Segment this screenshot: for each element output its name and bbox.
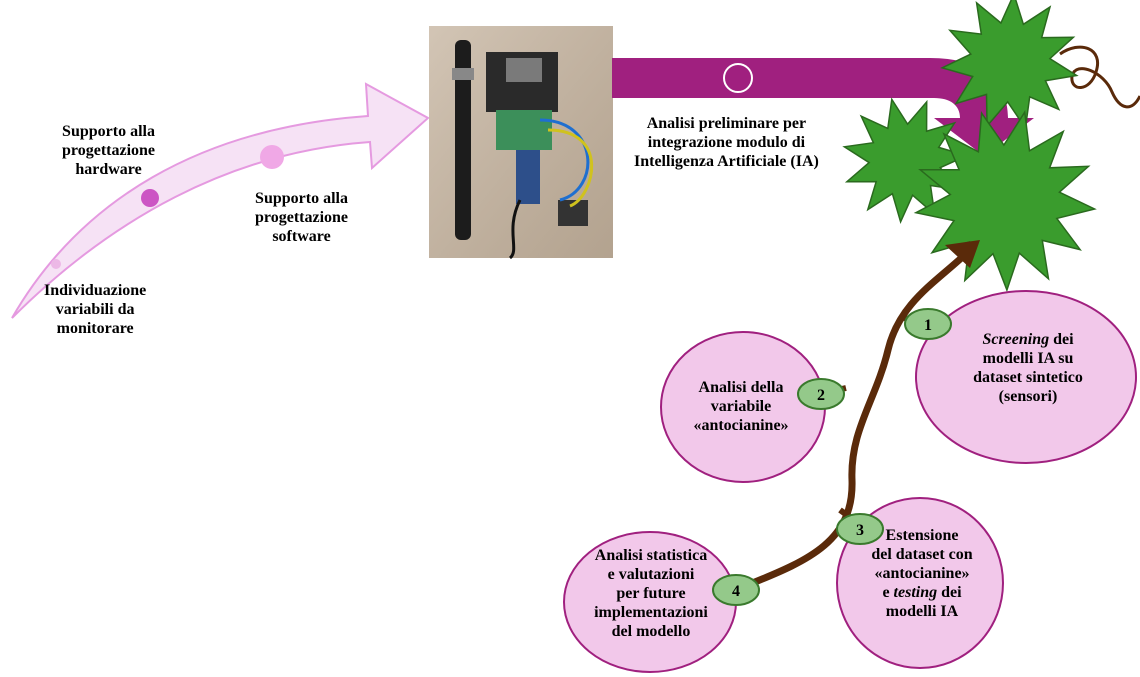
bubble-3-line-5: modelli IA xyxy=(885,603,959,620)
bubble-4-line-4: implementazioni xyxy=(594,604,708,621)
badge-3-number: 3 xyxy=(856,522,864,539)
bubble-4-line-3: per future xyxy=(616,585,686,602)
bubble-1-line-2: modelli IA su xyxy=(982,350,1074,367)
hardware-photo xyxy=(429,26,613,260)
step-dot-1 xyxy=(51,259,61,269)
bubble-4-line-2: e valutazioni xyxy=(607,566,695,583)
bubble-1-text: Screening dei modelli IA su dataset sint… xyxy=(956,330,1100,406)
step-label-2: Supporto alla progettazione hardware xyxy=(62,122,155,179)
step-dot-3 xyxy=(260,145,284,169)
step-1-line-1: Individuazione xyxy=(44,282,147,299)
pipe-marker xyxy=(723,63,753,93)
pipe-label-line-2: integrazione modulo di xyxy=(647,134,806,151)
step-3-line-2: progettazione xyxy=(255,209,349,226)
leaf-1 xyxy=(940,0,1079,131)
bubble-3-line-3: «antocianine» xyxy=(874,565,970,582)
step-label-1: Individuazione variabili da monitorare xyxy=(44,281,146,338)
bubble-2-line-2: variabile xyxy=(710,398,772,415)
step-3-line-3: software xyxy=(272,228,331,245)
curved-arrow xyxy=(11,82,430,319)
bubble-3-text: Estensione del dataset con «antocianine»… xyxy=(862,526,982,621)
bubble-2-line-1: Analisi della xyxy=(698,379,784,396)
bubble-3-line-4: e testing dei xyxy=(882,584,962,601)
bubble-4-line-5: del modello xyxy=(611,623,691,640)
bubble-1-line-4: (sensori) xyxy=(998,388,1058,405)
leaf-2 xyxy=(842,97,969,224)
pipe-label-line-3: Intelligenza Artificiale (IA) xyxy=(634,153,819,170)
badge-4-number: 4 xyxy=(732,583,740,600)
step-1-line-2: variabili da xyxy=(55,301,135,318)
badge-1-number: 1 xyxy=(924,317,932,334)
step-1-line-3: monitorare xyxy=(56,320,134,337)
step-2-line-1: Supporto alla xyxy=(62,123,155,140)
step-2-line-3: hardware xyxy=(75,161,142,178)
badge-4: 4 xyxy=(712,574,760,606)
bubble-1-line-1: Screening dei xyxy=(982,331,1074,348)
bubble-2-line-3: «antocianine» xyxy=(693,417,789,434)
pipe-arrow xyxy=(612,58,1034,156)
bubble-1-line-3: dataset sintetico xyxy=(973,369,1083,386)
step-dot-2 xyxy=(141,189,159,207)
grape-leaves xyxy=(842,0,1097,293)
bubble-2-text: Analisi della variabile «antocianine» xyxy=(676,378,806,435)
badge-3: 3 xyxy=(836,513,884,545)
bubble-3-line-1: Estensione xyxy=(885,527,959,544)
step-3-line-1: Supporto alla xyxy=(255,190,348,207)
step-2-line-2: progettazione xyxy=(62,142,156,159)
bubble-3-line-2: del dataset con xyxy=(871,546,973,563)
badge-2-number: 2 xyxy=(817,387,825,404)
badge-1: 1 xyxy=(904,308,952,340)
bubble-4-text: Analisi statistica e valutazioni per fut… xyxy=(578,546,724,641)
badge-2: 2 xyxy=(797,378,845,410)
bubble-1 xyxy=(915,290,1137,464)
step-label-3: Supporto alla progettazione software xyxy=(255,189,348,246)
pipe-label: Analisi preliminare per integrazione mod… xyxy=(634,114,819,171)
bubble-4-line-1: Analisi statistica xyxy=(594,547,708,564)
bubble-3 xyxy=(836,497,1004,669)
pipe-label-line-1: Analisi preliminare per xyxy=(646,115,807,132)
leaf-3 xyxy=(913,110,1097,293)
